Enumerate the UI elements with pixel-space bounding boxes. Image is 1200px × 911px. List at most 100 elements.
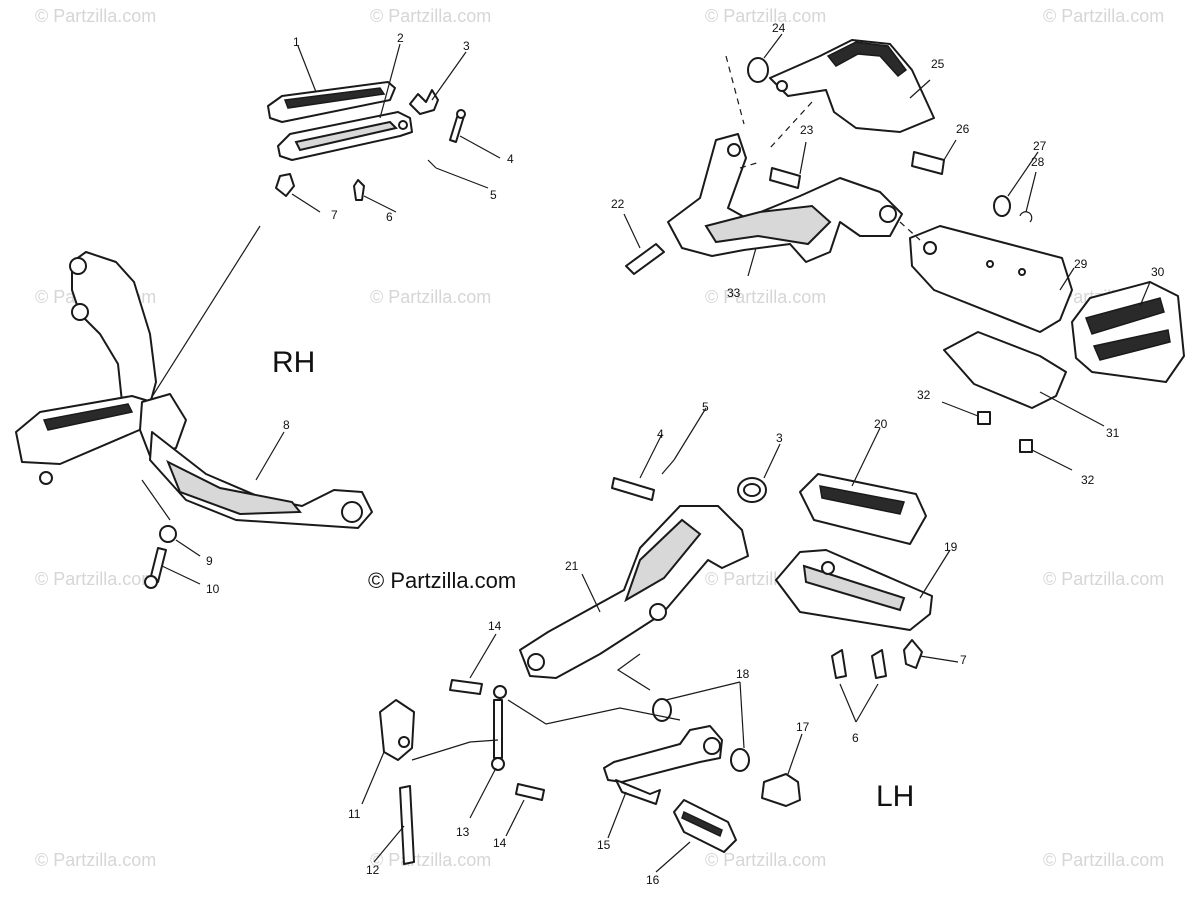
leader-line: [469, 633, 497, 679]
leader-line: [379, 43, 401, 119]
callout-15: 15: [597, 838, 611, 852]
callout-1: 1: [293, 35, 300, 49]
leader-line: [141, 479, 171, 521]
shift-peg-rubber: [673, 799, 737, 853]
shift-bolt: [399, 785, 415, 865]
callout-20: 20: [874, 417, 888, 431]
callout-28: 28: [1031, 155, 1045, 169]
callout-4: 4: [657, 427, 664, 441]
callout-22: 22: [611, 197, 625, 211]
callout-4: 4: [507, 152, 514, 166]
clevis-pin: [911, 151, 945, 175]
leader-line: [909, 79, 931, 99]
leader-line: [1059, 267, 1075, 291]
leader-line: [373, 825, 405, 863]
rh-pin: [449, 109, 466, 143]
rh-screw: [353, 179, 365, 201]
rod-pin-b: [515, 783, 545, 801]
leader-line: [919, 655, 959, 663]
leader-line: [469, 767, 497, 819]
lh-bumper: [903, 639, 923, 669]
leader-line: [665, 681, 741, 701]
watermark: © Partzilla.com: [705, 287, 826, 307]
center-watermark: © Partzilla.com: [368, 568, 516, 593]
leader-line: [747, 247, 757, 277]
leader-line: [1007, 151, 1039, 197]
leader-line: [919, 549, 951, 599]
callout-7: 7: [331, 208, 338, 222]
rod-pin-a: [449, 679, 483, 695]
callout-8: 8: [283, 418, 290, 432]
leader-line: [623, 213, 641, 249]
dashed-leader: [739, 161, 761, 169]
rh-bolt: [144, 547, 167, 589]
lh-cotter-pin: [661, 459, 675, 475]
footpeg-rubber: [1071, 281, 1185, 383]
watermark: © Partzilla.com: [1043, 850, 1164, 870]
callout-7: 7: [960, 653, 967, 667]
callout-9: 9: [206, 554, 213, 568]
leader-line: [581, 573, 601, 613]
leader-line: [607, 791, 627, 839]
callout-29: 29: [1074, 257, 1088, 271]
callout-21: 21: [565, 559, 579, 573]
shift-pivot: [379, 699, 415, 761]
leader-line: [255, 431, 285, 481]
callout-17: 17: [796, 720, 810, 734]
e-clip: [1019, 211, 1033, 223]
rivet-b: [1019, 439, 1033, 453]
callout-12: 12: [366, 863, 380, 877]
leader-line: [363, 195, 397, 213]
lh-screw-a: [831, 649, 847, 679]
callout-numbers: 1 2 3 4 5 6 7 8 9 10 22 23 24 25 26 27 2…: [206, 21, 1165, 887]
heel-guard: [769, 39, 935, 133]
callout-26: 26: [956, 122, 970, 136]
watermark: © Partzilla.com: [35, 569, 156, 589]
leader-line: [851, 427, 881, 487]
watermark-grid: © Partzilla.com © Partzilla.com © Partzi…: [35, 6, 1164, 870]
lh-footpeg-bracket: [775, 549, 933, 631]
leader-line: [839, 683, 857, 723]
callout-18: 18: [736, 667, 750, 681]
leader-line: [175, 539, 201, 557]
leader-line: [1031, 449, 1073, 471]
callout-19: 19: [944, 540, 958, 554]
lh-footpeg: [909, 225, 1073, 333]
leader-line: [1139, 281, 1151, 307]
lh-screw-b: [871, 649, 887, 679]
callout-2: 2: [397, 31, 404, 45]
callout-14: 14: [493, 836, 507, 850]
leader-line: [763, 443, 781, 479]
watermark: © Partzilla.com: [1043, 6, 1164, 26]
lh-side-label: LH: [876, 780, 914, 813]
callout-5: 5: [490, 188, 497, 202]
rivet-a: [977, 411, 991, 425]
watermark: © Partzilla.com: [705, 6, 826, 26]
callout-3: 3: [463, 39, 470, 53]
lh-spring: [737, 477, 767, 503]
callout-13: 13: [456, 825, 470, 839]
end-cap: [761, 773, 801, 807]
callout-11: 11: [348, 807, 361, 821]
leader-line: [435, 167, 489, 189]
callout-23: 23: [800, 123, 814, 137]
leader-line: [431, 51, 467, 101]
rh-side-label: RH: [272, 346, 315, 379]
rh-spring: [409, 89, 439, 115]
leader-line: [763, 33, 783, 59]
mounting-bracket: [667, 133, 903, 263]
leader-line: [799, 141, 807, 175]
watermark: © Partzilla.com: [35, 6, 156, 26]
watermark: © Partzilla.com: [370, 287, 491, 307]
leader-line: [297, 45, 317, 93]
leader-line: [411, 739, 499, 761]
watermark: © Partzilla.com: [705, 850, 826, 870]
leader-line: [1025, 171, 1037, 213]
rh-footpeg-bracket: [277, 111, 413, 161]
leader-line: [507, 699, 681, 725]
leader-line: [943, 139, 957, 161]
rh-nut: [159, 525, 177, 543]
dashed-leader: [899, 221, 921, 241]
callout-10: 10: [206, 582, 220, 596]
callout-14: 14: [488, 619, 502, 633]
